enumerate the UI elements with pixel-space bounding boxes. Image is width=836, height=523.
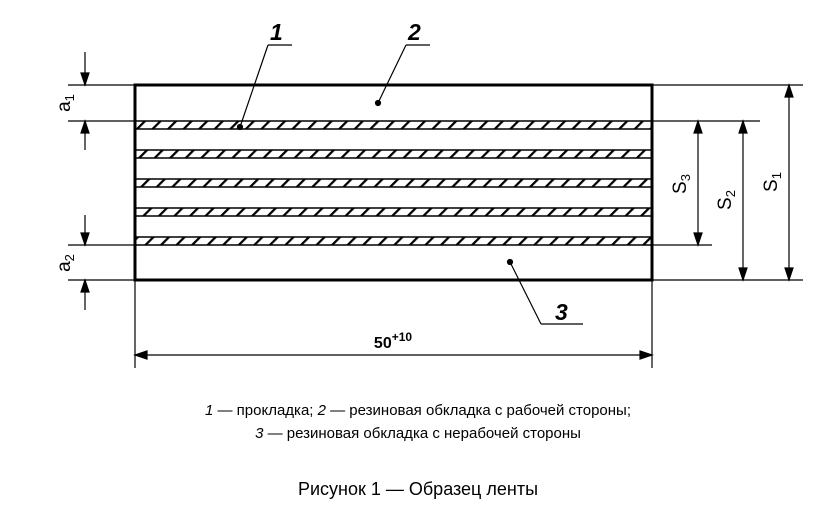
dimension-s2 [738, 119, 748, 282]
legend-text-3: — резиновая обкладка с нерабочей стороны [263, 425, 581, 442]
legend-num-1: 1 [204, 402, 214, 419]
figure-caption: Рисунок 1 — Образец ленты [297, 479, 539, 499]
fabric-ply [134, 236, 653, 246]
label-a2: a2 [54, 254, 77, 272]
fabric-ply [134, 207, 653, 217]
extension-lines [68, 84, 803, 368]
callout-2: 2 [407, 19, 421, 45]
legend-line-1: 1 — прокладка; 2 — резиновая обкладка с … [0, 402, 836, 419]
leader-lines [236, 44, 583, 325]
label-s2: S2 [715, 190, 738, 210]
dimension-s1 [784, 83, 794, 282]
legend-num-2: 2 [317, 402, 326, 419]
legend-text-1: — прокладка; [213, 402, 318, 419]
fabric-ply [134, 120, 653, 130]
callout-3: 3 [555, 299, 568, 325]
label-a1: a1 [54, 94, 77, 112]
label-s1: S1 [761, 172, 784, 192]
dimension-s3 [693, 119, 703, 247]
dimension-a1 [80, 52, 90, 150]
legend-num-3: 3 [255, 425, 264, 442]
legend-text-2: — резиновая обкладка с рабочей стороны; [325, 402, 632, 419]
fabric-plies [134, 120, 653, 246]
dimension-a2 [80, 215, 90, 310]
dimension-width [133, 350, 654, 360]
label-width: 50+10 [374, 330, 412, 352]
fabric-ply [134, 178, 653, 188]
fabric-ply [134, 149, 653, 159]
callout-1: 1 [270, 19, 283, 45]
legend-line-2: 3 — резиновая обкладка с нерабочей сторо… [0, 425, 836, 442]
belt-outline [133, 83, 654, 282]
label-s3: S3 [670, 174, 693, 194]
